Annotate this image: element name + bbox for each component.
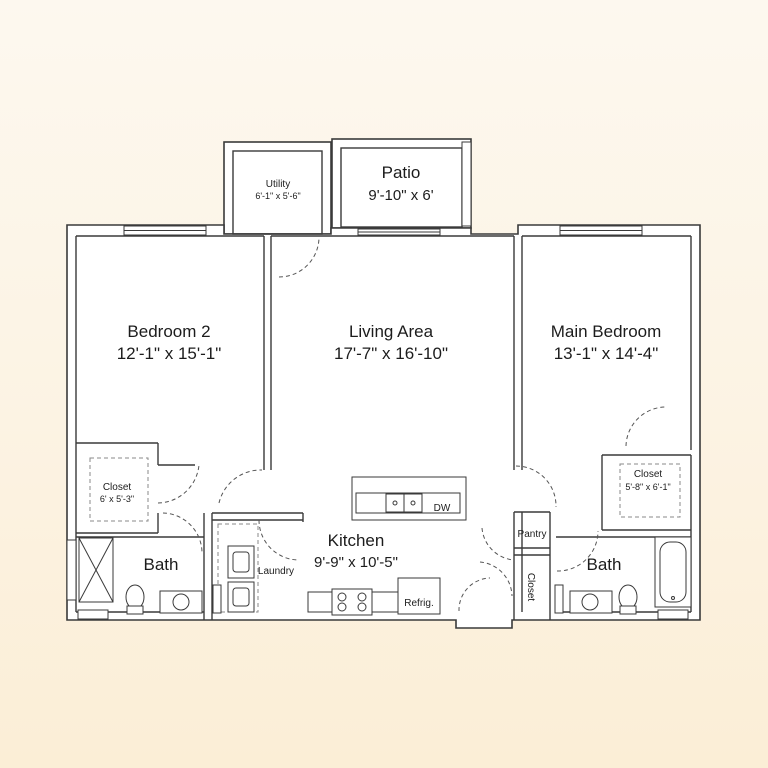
closet-right-name: Closet	[634, 469, 663, 480]
kitchen-dims: 9'-9" x 10'-5"	[314, 554, 398, 571]
hall-closet-name: Closet	[525, 573, 536, 602]
walls	[66, 138, 701, 629]
toilet-right	[618, 584, 638, 610]
refrigerator	[397, 577, 441, 615]
bath-left-name: Bath	[144, 555, 179, 574]
dishwasher-label: DW	[434, 503, 451, 514]
living-name: Living Area	[349, 322, 434, 341]
closet-right-dims: 5'-8" x 6'-1"	[625, 482, 670, 492]
laundry-name: Laundry	[258, 566, 294, 577]
main-bedroom-dims: 13'-1" x 14'-4"	[554, 344, 659, 363]
utility-dims: 6'-1" x 5'-6"	[255, 191, 300, 201]
toilet-left	[125, 584, 145, 610]
bedroom2-dims: 12'-1" x 15'-1"	[117, 344, 222, 363]
main-bedroom-name: Main Bedroom	[551, 322, 662, 341]
room-labels: Patio 9'-10" x 6' Utility 6'-1" x 5'-6" …	[100, 163, 671, 609]
patio-dims: 9'-10" x 6'	[368, 187, 433, 204]
bath-right-name: Bath	[587, 555, 622, 574]
closet-left-name: Closet	[103, 482, 132, 493]
door-swings	[157, 236, 667, 612]
living-dims: 17'-7" x 16'-10"	[334, 344, 448, 363]
pantry-name: Pantry	[518, 529, 547, 540]
kitchen-name: Kitchen	[328, 531, 385, 550]
utility-room	[223, 141, 332, 235]
utility-name: Utility	[266, 179, 290, 190]
windows	[66, 141, 643, 601]
closet-left-dims: 6' x 5'-3"	[100, 494, 134, 504]
patio-name: Patio	[382, 163, 421, 182]
fixtures	[77, 476, 692, 620]
stove	[331, 588, 373, 616]
patio-room	[331, 138, 472, 229]
refrigerator-label: Refrig.	[404, 598, 433, 609]
bedroom2-name: Bedroom 2	[127, 322, 210, 341]
